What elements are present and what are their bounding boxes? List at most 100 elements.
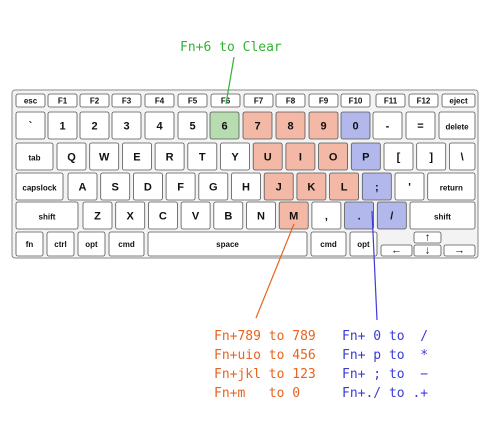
key-5-9 [413, 244, 442, 257]
key-label-1-11: - [386, 121, 390, 133]
key-label-1-8: 8 [287, 121, 293, 133]
key-label-3-5: G [209, 182, 218, 194]
key-label-2-4: R [166, 152, 174, 164]
blue-mapping-line-2: Fn+ p to * [342, 348, 429, 363]
key-4-1 [82, 201, 113, 230]
key-2-9 [318, 142, 349, 171]
key-3-5 [198, 172, 229, 201]
key-0-12 [408, 93, 439, 108]
key-3-7 [263, 172, 294, 201]
orange-mapping-line-3: Fn+jkl to 123 [214, 367, 316, 382]
key-1-10 [340, 111, 371, 140]
key-2-4 [154, 142, 185, 171]
key-label-5-9: ↓ [425, 245, 431, 257]
key-3-1 [67, 172, 98, 201]
key-5-3 [108, 231, 145, 257]
key-3-3 [132, 172, 163, 201]
blue-mapping-line-1: Fn+ 0 to / [342, 329, 429, 344]
key-4-4 [180, 201, 211, 230]
key-3-12 [427, 172, 476, 201]
key-0-1 [47, 93, 78, 108]
key-label-2-13: \ [461, 152, 464, 164]
key-label-5-4: space [216, 240, 239, 249]
key-label-1-10: 0 [352, 121, 358, 133]
key-label-1-4: 4 [156, 121, 163, 133]
key-label-4-2: X [127, 211, 135, 223]
orange-mapping-line-1: Fn+789 to 789 [214, 329, 316, 344]
key-5-5 [310, 231, 347, 257]
key-4-2 [115, 201, 146, 230]
green-callout-line [225, 56, 235, 105]
key-label-0-0: esc [24, 97, 38, 106]
key-label-4-4: V [192, 211, 200, 223]
key-label-1-3: 3 [123, 121, 129, 133]
key-label-0-7: F7 [254, 97, 264, 106]
key-3-0 [15, 172, 64, 201]
key-4-10 [376, 201, 407, 230]
key-4-0 [15, 201, 79, 230]
key-label-0-4: F4 [155, 97, 165, 106]
key-label-2-6: Y [231, 152, 239, 164]
key-0-4 [144, 93, 175, 108]
key-label-0-5: F5 [188, 97, 198, 106]
key-label-4-9: . [358, 211, 361, 223]
key-1-4 [144, 111, 175, 140]
key-label-0-3: F3 [122, 97, 132, 106]
key-label-0-10: F10 [349, 97, 363, 106]
key-1-8 [275, 111, 306, 140]
key-label-3-6: H [242, 182, 250, 194]
key-label-5-3: cmd [118, 240, 135, 249]
key-label-3-11: ' [408, 182, 411, 194]
key-label-3-0: capslock [22, 184, 57, 193]
key-0-9 [308, 93, 339, 108]
key-label-2-7: U [264, 152, 272, 164]
key-label-3-7: J [276, 182, 282, 194]
key-label-0-8: F8 [286, 97, 296, 106]
key-label-2-9: O [329, 152, 338, 164]
key-4-11 [409, 201, 476, 230]
key-3-9 [329, 172, 360, 201]
key-label-0-2: F2 [90, 97, 100, 106]
key-5-2 [77, 231, 106, 257]
key-1-5 [177, 111, 208, 140]
key-label-5-7: ↑ [425, 232, 431, 244]
key-label-4-5: B [224, 211, 232, 223]
key-label-5-6: opt [357, 240, 370, 249]
key-3-4 [165, 172, 196, 201]
key-5-4 [147, 231, 308, 257]
key-0-10 [340, 93, 371, 108]
key-0-6 [210, 93, 241, 108]
key-label-3-10: ; [375, 182, 379, 194]
key-label-3-1: A [79, 182, 87, 194]
key-label-5-10: → [454, 245, 465, 257]
key-1-2 [79, 111, 110, 140]
key-label-1-5: 5 [189, 121, 195, 133]
key-3-11 [394, 172, 425, 201]
orange-mapping-line-2: Fn+uio to 456 [214, 348, 316, 363]
key-label-0-9: F9 [319, 97, 329, 106]
key-label-0-12: F12 [417, 97, 431, 106]
key-0-11 [375, 93, 406, 108]
key-2-5 [187, 142, 218, 171]
key-label-4-10: / [390, 211, 393, 223]
key-0-3 [111, 93, 142, 108]
key-5-6 [349, 231, 378, 257]
key-2-12 [416, 142, 447, 171]
key-label-1-1: 1 [59, 121, 65, 133]
key-label-4-7: M [289, 211, 298, 223]
key-label-3-12: return [440, 184, 463, 193]
key-label-0-6: F6 [221, 97, 231, 106]
key-4-7 [278, 201, 309, 230]
key-label-4-11: shift [434, 213, 451, 222]
key-2-1 [56, 142, 87, 171]
key-2-6 [220, 142, 250, 171]
key-label-5-5: cmd [320, 240, 337, 249]
key-3-8 [296, 172, 327, 201]
key-3-6 [231, 172, 261, 201]
key-2-7 [252, 142, 283, 171]
key-4-5 [213, 201, 244, 230]
key-1-0 [15, 111, 46, 140]
key-1-7 [242, 111, 273, 140]
